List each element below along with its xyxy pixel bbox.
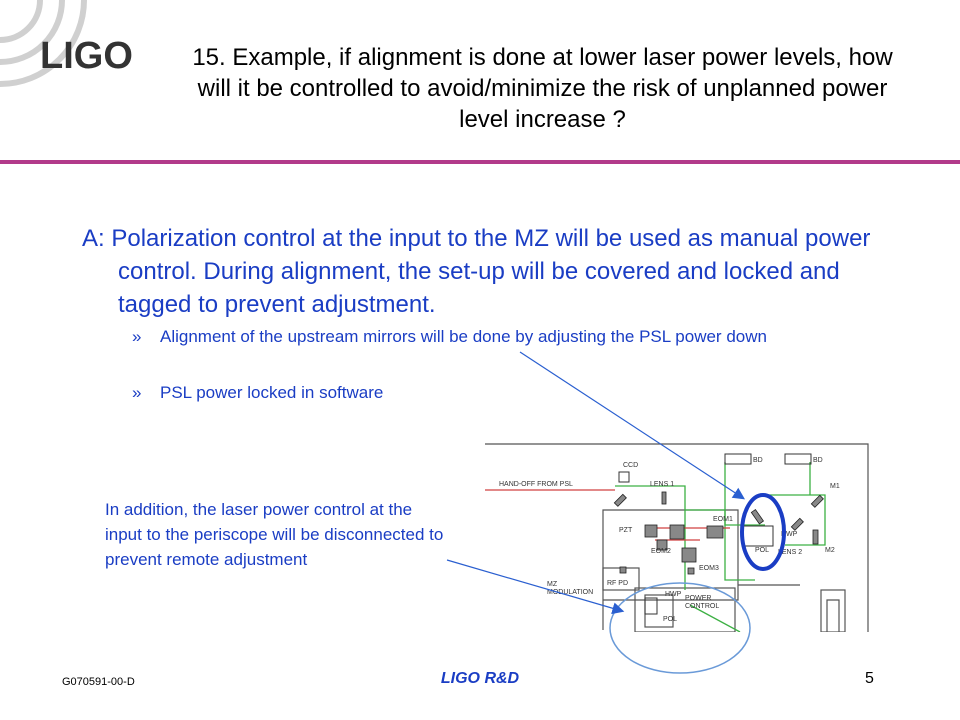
label-pol: POL: [755, 547, 769, 554]
label-eom1: EOM1: [713, 516, 733, 523]
page-number: 5: [865, 670, 874, 687]
slide-title: 15. Example, if alignment is done at low…: [192, 44, 893, 133]
answer-text: A: Polarization control at the input to …: [82, 225, 871, 318]
label-pol2: POL: [663, 616, 677, 623]
label-ccd: CCD: [623, 462, 638, 469]
bullet-text: Alignment of the upstream mirrors will b…: [160, 327, 767, 346]
bullet-item: » PSL power locked in software: [132, 380, 532, 405]
bullet-item: » Alignment of the upstream mirrors will…: [132, 324, 872, 349]
label-eom2: EOM2: [651, 548, 671, 555]
title-divider: [0, 160, 960, 164]
ligo-logo: LIGO: [0, 0, 175, 115]
label-rfpd: RF PD: [607, 580, 628, 587]
label-lens2: LENS 2: [778, 549, 802, 556]
label-hwp2: HWP: [665, 591, 682, 598]
bullet-marker: »: [132, 383, 142, 402]
logo-text: LIGO: [40, 35, 133, 77]
beam-paths: [615, 462, 826, 633]
label-hwp: HWP: [781, 531, 798, 538]
label-pzt: PZT: [619, 527, 633, 534]
bullet-marker: »: [132, 327, 142, 346]
label-handoff: HAND-OFF FROM PSL: [499, 481, 573, 488]
label-m1: M1: [830, 483, 840, 490]
label-m2: M2: [825, 547, 835, 554]
label-bd1: BD: [753, 457, 763, 464]
answer-paragraph: A: Polarization control at the input to …: [82, 222, 912, 321]
label-bd2: BD: [813, 457, 823, 464]
document-id: G070591-00-D: [62, 676, 135, 688]
label-lens1: LENS 1: [650, 481, 674, 488]
callout-note: In addition, the laser power control at …: [105, 500, 444, 569]
footer-title: LIGO R&D: [440, 670, 520, 687]
label-eom3: EOM3: [699, 565, 719, 572]
optical-layout-diagram: CCD HAND-OFF FROM PSL LENS 1 BD BD M1 EO…: [485, 440, 880, 633]
bullet-text: PSL power locked in software: [160, 383, 384, 402]
